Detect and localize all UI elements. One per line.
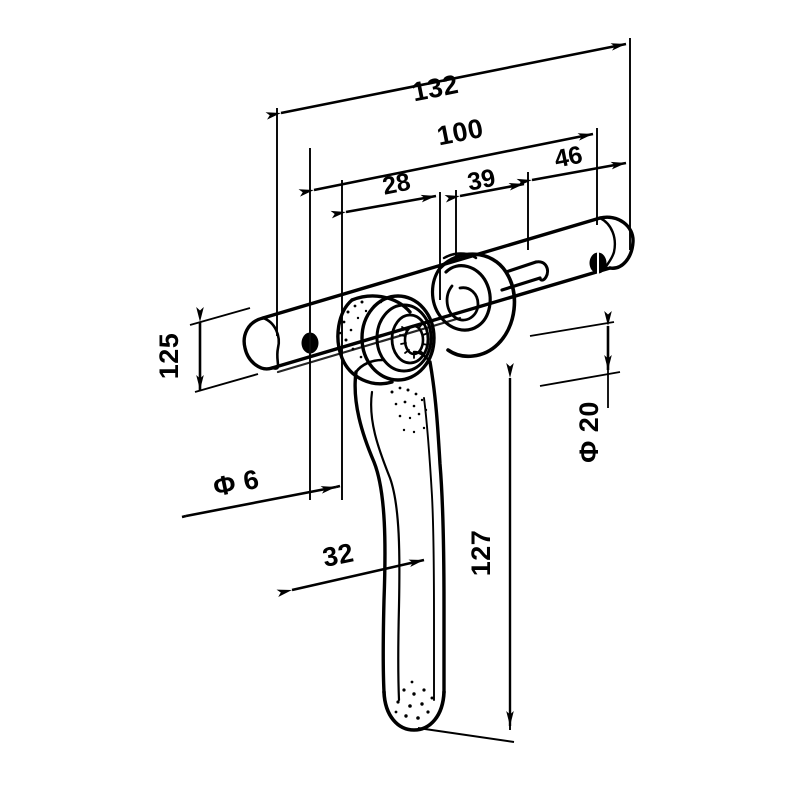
right-screw-hole [589, 252, 607, 274]
handle-lever [353, 350, 446, 732]
dimension-125: 125 [154, 307, 259, 393]
dimension-label-46: 46 [552, 141, 585, 174]
dimension-46: 46 [516, 141, 627, 187]
dimension-label-127: 127 [466, 530, 496, 577]
dimension-label-125: 125 [154, 333, 184, 380]
dimension-32: 32 [276, 537, 425, 598]
stipple-shading [338, 300, 383, 365]
dimension-label-phi-20: Φ 20 [574, 401, 604, 463]
backplate [242, 215, 635, 374]
dimension-label-28: 28 [380, 168, 413, 201]
dimension-label-39: 39 [465, 164, 498, 197]
dimension-phi-20: Φ 20 [529, 311, 621, 463]
dimension-39: 39 [444, 164, 525, 203]
dimension-phi-6: Φ 6 [181, 464, 341, 519]
dimension-28: 28 [330, 168, 437, 219]
dimension-127: 127 [417, 363, 515, 743]
dimension-label-32: 32 [320, 537, 356, 573]
latch-hook [430, 252, 550, 358]
